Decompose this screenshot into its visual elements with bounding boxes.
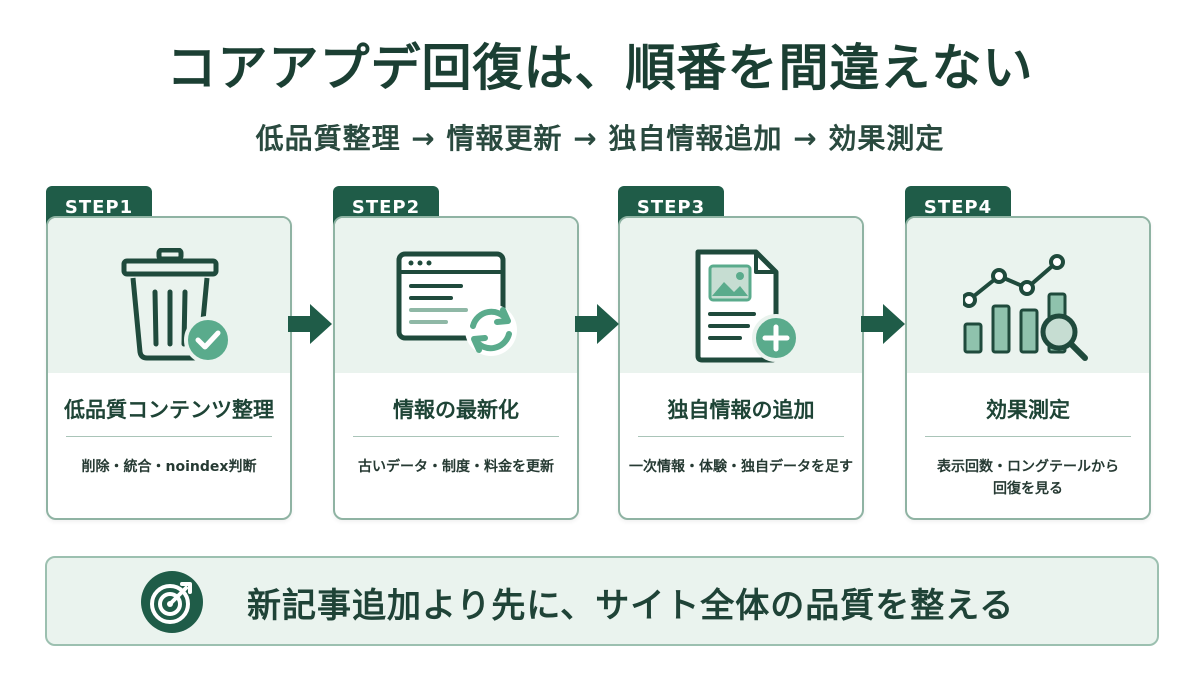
footer-banner: 新記事追加より先に、サイト全体の品質を整える [45, 556, 1159, 646]
step2-card: 情報の最新化 古いデータ・制度・料金を更新 [333, 216, 579, 520]
step1-title: 低品質コンテンツ整理 [64, 398, 274, 422]
step3-description: 一次情報・体験・独自データを足す [629, 459, 853, 475]
browser-refresh-icon [396, 251, 517, 356]
step1-divider [66, 436, 272, 437]
step2-description: 古いデータ・制度・料金を更新 [358, 459, 554, 475]
page-subtitle: 低品質整理 → 情報更新 → 独自情報追加 → 効果測定 [255, 122, 945, 155]
trash-check-icon [121, 248, 232, 364]
step4-description: 表示回数・ロングテールから 回復を見る [937, 459, 1119, 497]
step1-card: 低品質コンテンツ整理 削除・統合・noindex判断 [46, 216, 292, 520]
arrow-right-icon [288, 304, 332, 344]
target-icon [141, 571, 203, 633]
arrow-right-icon [575, 304, 619, 344]
step3-title: 独自情報の追加 [667, 398, 815, 422]
step4-title: 効果測定 [986, 398, 1070, 422]
step1-description: 削除・統合・noindex判断 [81, 459, 257, 475]
page-title: コアアプデ回復は、順番を間違えない [166, 39, 1034, 97]
step2-divider [353, 436, 559, 437]
step3-divider [638, 436, 844, 437]
step4-card: 効果測定 表示回数・ロングテールから 回復を見る [905, 216, 1151, 520]
step3-card: 独自情報の追加 一次情報・体験・独自データを足す [618, 216, 864, 520]
step4-divider [925, 436, 1131, 437]
step2-title: 情報の最新化 [393, 398, 519, 422]
document-add-icon [695, 249, 800, 363]
chart-magnifier-icon [963, 254, 1088, 361]
arrow-right-icon [861, 304, 905, 344]
footer-message: 新記事追加より先に、サイト全体の品質を整える [247, 586, 1015, 626]
